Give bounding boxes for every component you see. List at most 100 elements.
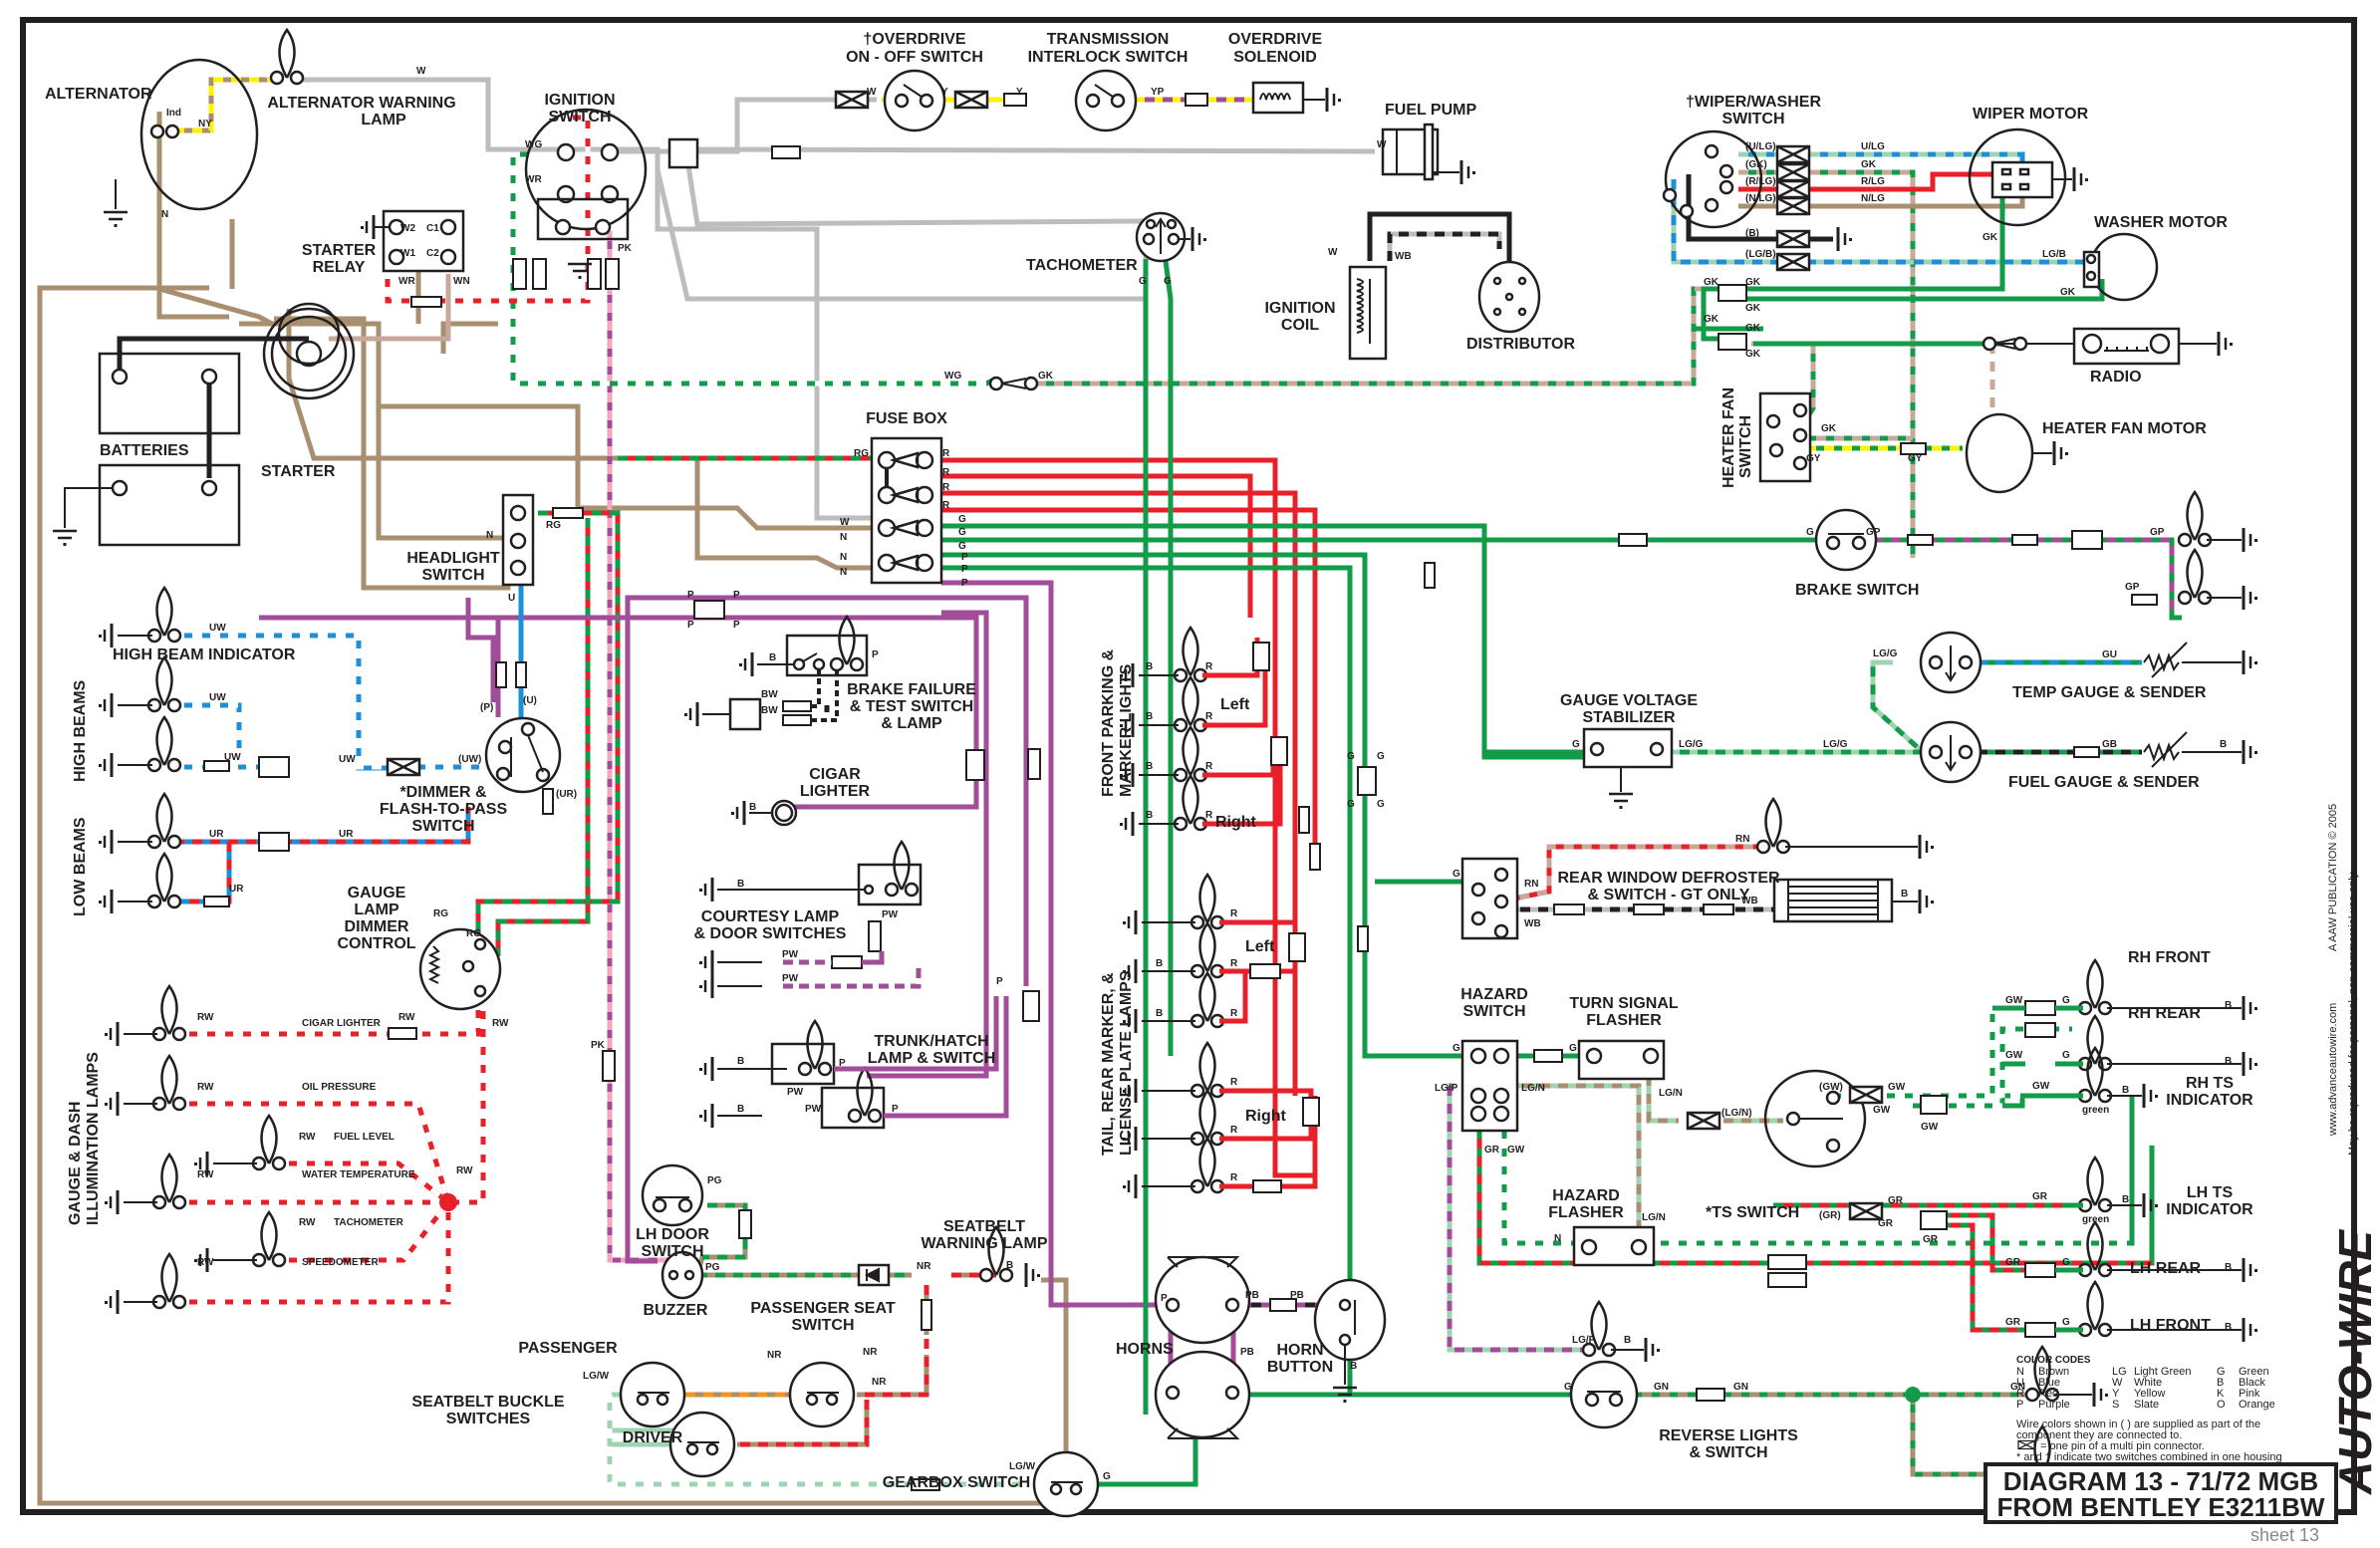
label-dimmer-2: FLASH-TO-PASS bbox=[380, 801, 508, 818]
label-pass-seat: PASSENGER SEAT bbox=[750, 1300, 895, 1317]
wire-label: WB bbox=[1741, 896, 1758, 906]
wire-label: WG bbox=[525, 139, 542, 150]
label-brake-switch: BRAKE SWITCH bbox=[1795, 582, 1919, 599]
wire-label: G bbox=[1103, 1471, 1111, 1482]
label-left-front: Left bbox=[1220, 696, 1250, 713]
label-oil: OIL PRESSURE bbox=[302, 1082, 377, 1093]
batteries bbox=[51, 352, 241, 548]
distributor bbox=[1477, 260, 1541, 334]
overdrive-switch bbox=[834, 69, 989, 132]
label-reverse: REVERSE LIGHTS bbox=[1659, 1427, 1798, 1444]
label-horn-button: HORN bbox=[1276, 1342, 1323, 1359]
wire-label: RG bbox=[546, 520, 561, 531]
wire-label: (LG/B) bbox=[1745, 249, 1776, 260]
label-od-solenoid: OVERDRIVE bbox=[1228, 31, 1323, 48]
starter-relay bbox=[359, 209, 465, 308]
wire-label: WR bbox=[525, 174, 542, 185]
label-buzzer: BUZZER bbox=[644, 1302, 708, 1319]
legend-code: N bbox=[2016, 1366, 2024, 1378]
legend-color-name: White bbox=[2134, 1377, 2162, 1389]
legend-color-name: Orange bbox=[2239, 1399, 2275, 1411]
wire-label: GK bbox=[1861, 159, 1877, 170]
wire-label: P bbox=[961, 552, 968, 563]
wire-label: B bbox=[1156, 1008, 1163, 1019]
label-starter: STARTER bbox=[261, 463, 336, 480]
wire-label: UW bbox=[209, 623, 226, 634]
label-starter-relay: STARTER bbox=[302, 242, 377, 259]
label-gauge-dimmer: GAUGE bbox=[348, 885, 406, 902]
wire-label: GY bbox=[1908, 453, 1923, 464]
wire-label: N bbox=[840, 552, 847, 563]
wire-label: B bbox=[1146, 810, 1153, 821]
label-heater-motor: HEATER FAN MOTOR bbox=[2042, 420, 2207, 437]
wire-label: (UR) bbox=[556, 789, 577, 800]
label-brake-fail: BRAKE FAILURE bbox=[847, 681, 976, 698]
brake-switch bbox=[1814, 490, 2259, 612]
label-tail-2: LICENSE PLATE LAMPS bbox=[1118, 970, 1135, 1156]
legend-color-name: Blue bbox=[2038, 1377, 2060, 1389]
wire-label: G bbox=[1139, 276, 1147, 287]
label-heater-switch-2: SWITCH bbox=[1737, 415, 1754, 478]
wire-label: B bbox=[1146, 711, 1153, 722]
wire-label: YP bbox=[1151, 87, 1165, 98]
wire-label: PG bbox=[707, 1175, 722, 1186]
wire-label: U bbox=[508, 593, 515, 604]
turn-signal-flasher bbox=[1577, 1039, 1666, 1081]
wire-label: LG/P bbox=[1572, 1335, 1596, 1346]
label-rh-ts: RH TS bbox=[2186, 1075, 2234, 1092]
wire-label: B bbox=[737, 1104, 744, 1115]
wire-label: NR bbox=[872, 1377, 887, 1388]
wire-label: PK bbox=[591, 1040, 606, 1051]
wire-label: (B) bbox=[1745, 228, 1759, 239]
wire-label: (UW) bbox=[458, 754, 481, 765]
label-trunk: TRUNK/HATCH bbox=[874, 1033, 988, 1050]
ignition-switch bbox=[512, 108, 648, 290]
legend-color-name: Red bbox=[2038, 1388, 2058, 1400]
wire-label: R bbox=[1230, 1172, 1238, 1183]
wire-label: B bbox=[769, 652, 776, 663]
brake-failure-switch bbox=[682, 615, 869, 731]
wire-label: GN bbox=[2010, 1382, 2025, 1393]
wire-label: G bbox=[958, 541, 966, 552]
label-temp-gauge: TEMP GAUGE & SENDER bbox=[2012, 684, 2207, 701]
tail-lamps bbox=[1121, 873, 1320, 1200]
legend-color-name: Yellow bbox=[2134, 1388, 2165, 1400]
wire-label: N bbox=[161, 209, 168, 220]
wire-label: BW bbox=[761, 705, 778, 716]
label-dimmer-3: SWITCH bbox=[411, 818, 474, 835]
wire-label: GW bbox=[1873, 1105, 1891, 1116]
wire-label: C2 bbox=[426, 248, 439, 259]
wire-label: G bbox=[958, 514, 966, 525]
wire-label: NR bbox=[863, 1347, 878, 1358]
wire-label: WB bbox=[1395, 251, 1412, 262]
wire-label: R bbox=[942, 482, 950, 493]
wire-label: G bbox=[1569, 1043, 1577, 1054]
legend-code: O bbox=[2217, 1399, 2226, 1411]
wire-label: G bbox=[1453, 869, 1460, 880]
wire-label: RW bbox=[197, 1169, 214, 1180]
label-tach-w: TACHOMETER bbox=[334, 1217, 404, 1228]
label-lh-door-2: SWITCH bbox=[641, 1243, 703, 1260]
label-defroster: REAR WINDOW DEFROSTER bbox=[1557, 870, 1780, 887]
legend-code: S bbox=[2112, 1399, 2119, 1411]
legend-code: LG bbox=[2112, 1366, 2127, 1378]
wire-label: G bbox=[1572, 739, 1580, 750]
label-distributor: DISTRIBUTOR bbox=[1466, 336, 1575, 353]
wire-label: G bbox=[1164, 276, 1172, 287]
label-water-temp: WATER TEMPERATURE bbox=[302, 1169, 415, 1180]
starter bbox=[262, 302, 356, 400]
legend-code: Y bbox=[2112, 1388, 2120, 1400]
wire-label: (GK) bbox=[1745, 159, 1767, 170]
wire-label: B bbox=[1624, 1335, 1631, 1346]
label-radio: RADIO bbox=[2090, 369, 2142, 386]
legend-code: U bbox=[2016, 1377, 2024, 1389]
label-driver: DRIVER bbox=[623, 1429, 683, 1446]
label-fuse-box: FUSE BOX bbox=[866, 410, 947, 427]
alternator bbox=[102, 58, 259, 229]
label-rh-front: RH FRONT bbox=[2128, 949, 2211, 966]
label-ts-flasher-2: FLASHER bbox=[1586, 1012, 1662, 1029]
label-interlock-2: INTERLOCK SWITCH bbox=[1028, 49, 1189, 66]
wire-label: GW bbox=[2032, 1081, 2050, 1092]
label-lh-ts: LH TS bbox=[2187, 1184, 2234, 1201]
wire-label: RW bbox=[197, 1082, 214, 1093]
